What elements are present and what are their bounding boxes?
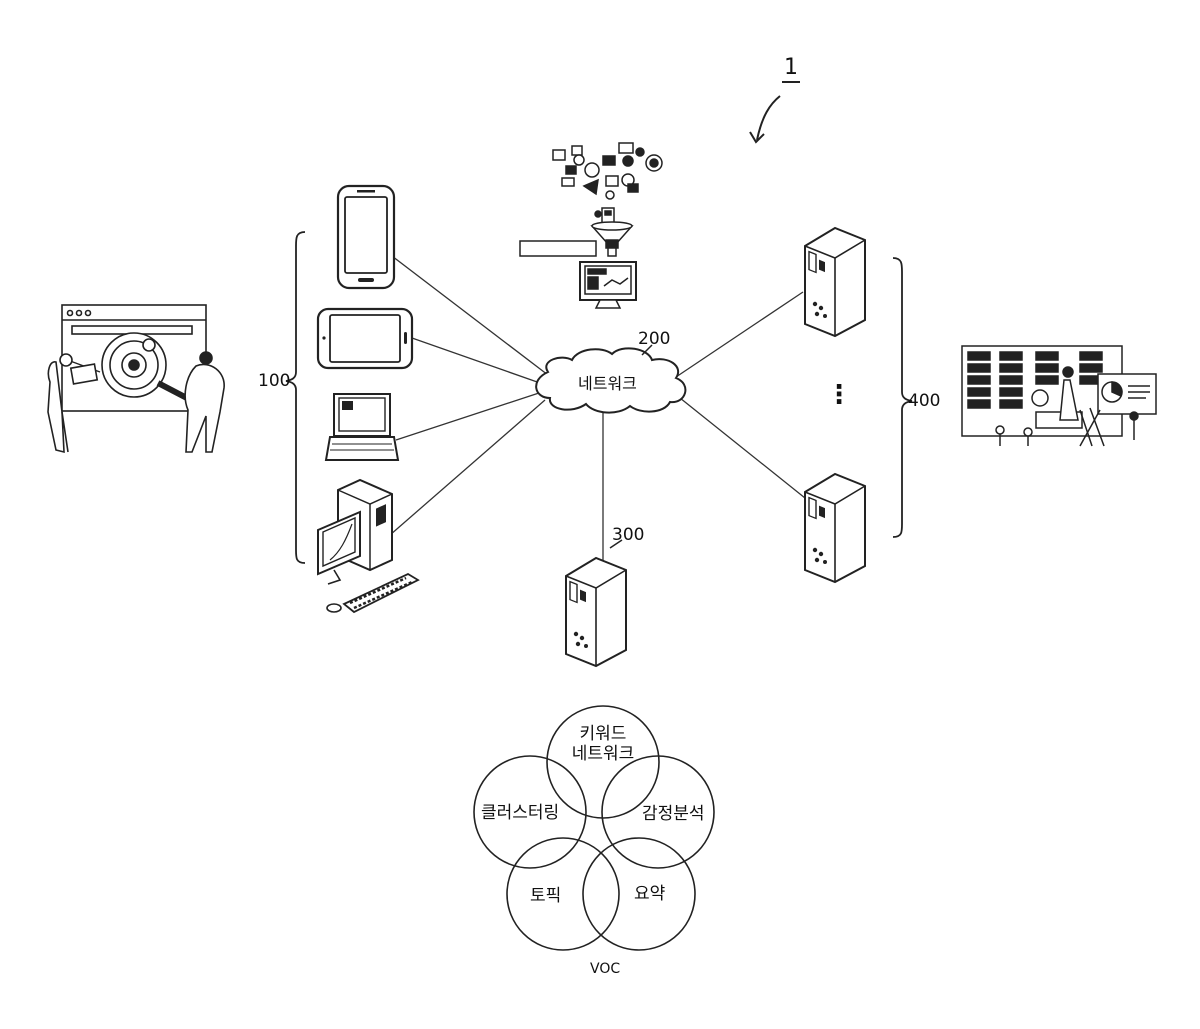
analysis-server-ref-label: 300 — [612, 527, 644, 544]
venn-circle-topic — [507, 838, 619, 950]
venn-label-summary: 요약 — [634, 885, 665, 905]
venn-label-keyword-network: 키워드 네트워크 — [558, 725, 648, 764]
analysis-server-icon — [566, 558, 626, 666]
data-server-bottom-icon — [805, 474, 865, 582]
venn-label-topic: 토픽 — [530, 887, 561, 907]
data-servers-ellipsis: ⋮ — [826, 382, 852, 408]
figure-label-arrow — [750, 82, 800, 142]
figure-label: 1 — [784, 57, 798, 79]
clients-bracket — [286, 232, 305, 563]
data-center-analytics-illustration — [962, 346, 1156, 446]
smartphone-icon — [338, 186, 394, 288]
desktop-pc-icon — [318, 480, 418, 612]
clients-ref-label: 100 — [258, 373, 290, 390]
data-funnel-illustration — [520, 143, 662, 308]
venn-label-sentiment: 감정분석 — [642, 805, 705, 825]
network-ref-label: 200 — [638, 331, 670, 348]
data-servers-ref-label: 400 — [908, 393, 940, 410]
venn-label-clustering: 클러스터링 — [481, 804, 559, 824]
laptop-icon — [326, 394, 398, 460]
tablet-icon — [318, 309, 412, 368]
network-label: 네트워크 — [578, 376, 637, 392]
venn-title: VOC — [590, 962, 620, 976]
users-inspecting-dashboard-illustration — [48, 305, 224, 452]
data-server-top-icon — [805, 228, 865, 336]
